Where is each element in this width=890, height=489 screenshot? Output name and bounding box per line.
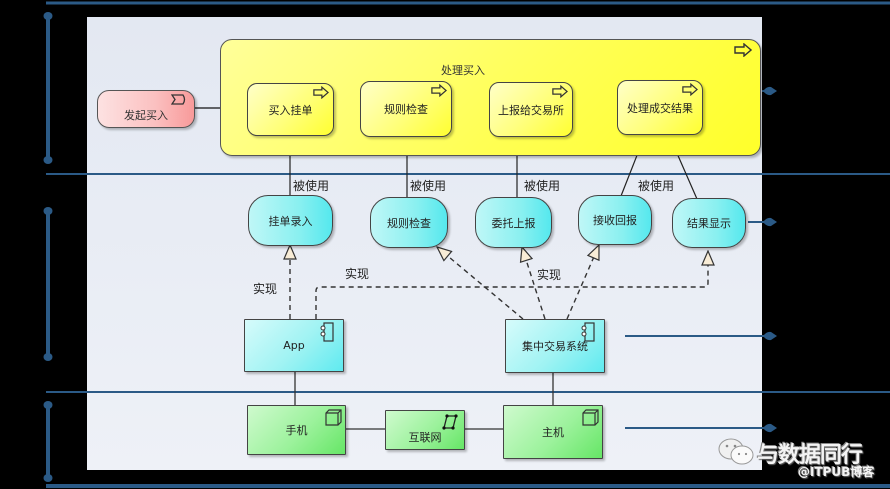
- device-icon: [325, 409, 342, 426]
- process-buy-order[interactable]: 买入挂单: [247, 83, 334, 136]
- infra-connections: [294, 372, 554, 430]
- relation-label-realize: 实现: [345, 267, 370, 281]
- watermark-title: 与数据同行: [757, 443, 863, 468]
- business-event-initiate-buy[interactable]: 发起买入: [97, 90, 195, 128]
- node-label: 手机: [285, 424, 308, 437]
- network-icon: [442, 414, 458, 430]
- relation-label-realize: 实现: [253, 282, 278, 296]
- component-core-trading[interactable]: 集中交易系统: [505, 319, 605, 373]
- realize-core-rule-check: [437, 247, 524, 320]
- relation-label-used-by: 被使用: [410, 179, 447, 193]
- process-group-title: 处理买入: [441, 64, 485, 77]
- layer-separators: [46, 1, 890, 488]
- process-handle-result[interactable]: 处理成交结果: [617, 80, 703, 135]
- event-label: 发起买入: [124, 109, 168, 122]
- node-label: 互联网: [408, 431, 442, 444]
- process-arrow-icon: [734, 43, 752, 57]
- realization-arrows: [290, 245, 708, 320]
- wechat-icon: [718, 438, 754, 465]
- event-icon: [171, 94, 186, 105]
- service-receive-report[interactable]: 接收回报: [578, 195, 652, 245]
- relation-label-used-by: 被使用: [638, 179, 675, 193]
- service-label: 结果显示: [687, 217, 731, 230]
- process-arrow-icon: [682, 83, 698, 96]
- service-order-entry[interactable]: 挂单录入: [248, 195, 333, 246]
- process-label: 买入挂单: [268, 103, 313, 117]
- service-label: 接收回报: [593, 214, 637, 227]
- relation-label-used-by: 被使用: [524, 179, 561, 193]
- layer-pointer-arrows: [625, 86, 777, 433]
- relation-label-used-by: 被使用: [293, 179, 330, 193]
- realize-core-order-report: [522, 247, 546, 320]
- component-icon: [320, 322, 334, 342]
- node-label: 主机: [542, 426, 564, 439]
- component-label: App: [283, 339, 305, 352]
- realize-app-result-display: [315, 251, 708, 319]
- process-label: 处理成交结果: [627, 101, 693, 115]
- service-order-report[interactable]: 委托上报: [475, 197, 552, 248]
- process-label: 上报给交易所: [498, 103, 564, 117]
- process-arrow-icon: [552, 85, 568, 98]
- node-phone[interactable]: 手机: [247, 405, 346, 455]
- process-rule-check[interactable]: 规则检查: [360, 81, 452, 137]
- service-label: 规则检查: [387, 216, 431, 230]
- realize-core-receive-report: [566, 245, 600, 320]
- process-arrow-icon: [431, 84, 447, 97]
- process-report-exchange[interactable]: 上报给交易所: [489, 82, 573, 137]
- process-arrow-icon: [313, 86, 329, 99]
- service-result-display[interactable]: 结果显示: [672, 198, 746, 248]
- service-label: 委托上报: [491, 216, 536, 230]
- node-host[interactable]: 主机: [503, 405, 603, 459]
- relation-label-realize: 实现: [537, 268, 562, 282]
- service-label: 挂单录入: [268, 214, 313, 228]
- node-internet[interactable]: 互联网: [385, 410, 465, 450]
- process-label: 规则检查: [384, 103, 428, 116]
- watermark-source: @ITPUB博客: [798, 465, 875, 479]
- component-app[interactable]: App: [244, 319, 344, 372]
- component-icon: [581, 322, 595, 342]
- service-rule-check[interactable]: 规则检查: [370, 197, 448, 248]
- device-icon: [582, 409, 599, 426]
- component-label: 集中交易系统: [522, 340, 588, 353]
